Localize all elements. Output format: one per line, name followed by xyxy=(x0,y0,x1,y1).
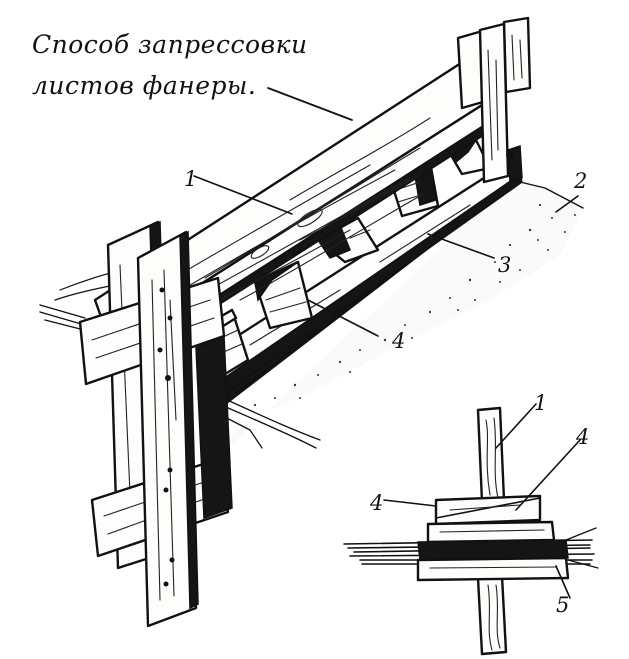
label-1: 1 xyxy=(184,167,197,191)
detail-sheets xyxy=(343,527,599,569)
caption-line-1: Способ запрессовки xyxy=(32,30,308,59)
label-3: 3 xyxy=(498,253,511,277)
detail-section xyxy=(343,406,599,656)
caption-line-2: листов фанеры. xyxy=(32,71,257,100)
detail-label-1: 1 xyxy=(534,391,547,415)
left-assembly xyxy=(78,220,233,628)
caption-leader-line xyxy=(267,87,353,121)
wedge-2 xyxy=(253,260,314,330)
detail-label-4-left: 4 xyxy=(369,491,383,515)
detail-leaders xyxy=(383,403,581,599)
detail-label-5: 5 xyxy=(556,593,569,617)
detail-label-4-right: 4 xyxy=(575,425,589,449)
right-posts xyxy=(456,16,532,184)
label-2: 2 xyxy=(573,169,587,193)
ground xyxy=(205,178,584,470)
main-leaders xyxy=(193,175,579,337)
label-4: 4 xyxy=(391,329,405,353)
